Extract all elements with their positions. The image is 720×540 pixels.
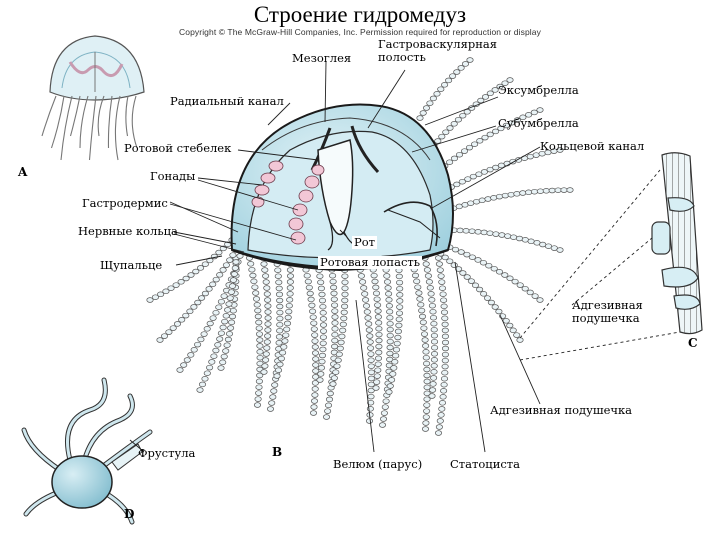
beaded-tentacle <box>266 255 284 412</box>
label-velum: Велюм (парус) <box>333 457 423 471</box>
panel-c-tentacle <box>651 152 703 335</box>
label-subumbrella: Субумбрелла <box>498 116 579 130</box>
panel-letter-c: C <box>688 336 698 350</box>
label-statocyst: Статоциста <box>450 457 521 471</box>
label-gonads: Гонады <box>150 169 196 183</box>
label-oral-lobe: Ротовая лопасть <box>318 255 423 269</box>
small-tentacle <box>125 95 129 137</box>
gonads-shape <box>251 160 325 245</box>
panel-letter-b: B <box>272 445 283 459</box>
panel-a-medusa <box>41 35 145 161</box>
label-mesoglea: Мезоглея <box>292 51 352 65</box>
copyright-notice: Copyright © The McGraw-Hill Companies, I… <box>179 27 541 37</box>
small-tentacle <box>50 95 65 149</box>
panel-letter-a: A <box>18 165 28 179</box>
page-title: Строение гидромедуз <box>253 2 467 27</box>
label-frustule: Фрустула <box>138 446 196 460</box>
beaded-tentacle <box>299 255 320 416</box>
label-ring-canal: Кольцевой канал <box>540 139 645 153</box>
beaded-tentacle <box>416 57 474 121</box>
label-adhesive-pad-c: Адгезивная подушечка <box>572 298 643 325</box>
label-nerve-rings: Нервные кольца <box>78 224 178 238</box>
small-tentacle <box>114 95 121 161</box>
small-tentacle <box>69 95 81 137</box>
label-gastrovascular-cavity: Гастроваскулярная полость <box>378 37 497 64</box>
beaded-tentacle <box>156 247 240 343</box>
beaded-tentacle <box>434 255 450 436</box>
label-tentacle: Щупальце <box>100 258 163 272</box>
beaded-tentacle <box>444 227 564 253</box>
small-tentacle <box>97 95 105 137</box>
label-adhesive-pad-b: Адгезивная подушечка <box>490 403 633 417</box>
beaded-tentacle <box>442 147 564 193</box>
small-tentacle <box>60 95 73 161</box>
small-tentacle <box>41 95 57 137</box>
beaded-tentacle <box>440 242 544 303</box>
small-tentacle <box>79 95 89 149</box>
panel-b-medusa <box>146 57 574 436</box>
panel-d-frustule <box>21 377 153 525</box>
label-radial-canal: Радиальный канал <box>170 94 284 108</box>
beaded-tentacle <box>353 255 375 424</box>
beaded-tentacle <box>259 255 272 375</box>
small-tentacle <box>107 95 113 149</box>
adhesive-pad-shape <box>651 221 671 255</box>
small-tentacle <box>131 95 138 149</box>
label-gastrodermis: Гастродермис <box>82 196 168 210</box>
leader-lines <box>129 61 681 453</box>
panel-letter-d: D <box>124 507 135 521</box>
beaded-tentacle <box>245 255 264 408</box>
beaded-tentacle <box>196 259 240 393</box>
label-manubrium: Ротовой стебелек <box>124 141 232 155</box>
label-exumbrella: Эксумбрелла <box>498 83 579 97</box>
label-mouth: Рот <box>352 235 378 249</box>
small-tentacle <box>88 95 97 161</box>
beaded-tentacle <box>444 187 574 213</box>
